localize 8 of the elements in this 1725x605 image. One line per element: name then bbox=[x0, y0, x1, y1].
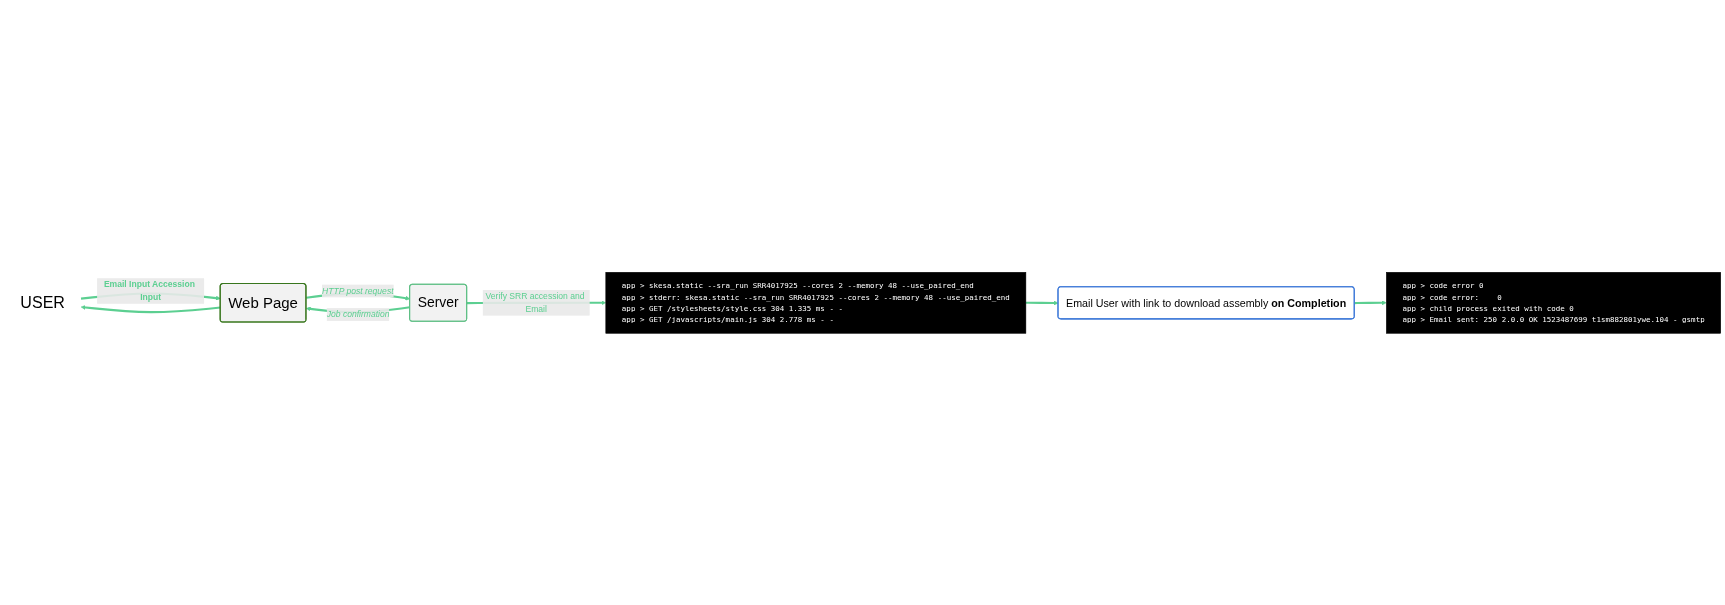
arrow bbox=[80, 304, 221, 313]
edge-label: HTTP post request bbox=[322, 285, 394, 295]
arrow bbox=[1354, 300, 1387, 305]
edge-label: Email Input Accession Input bbox=[103, 279, 195, 302]
arrow bbox=[1025, 300, 1059, 306]
node-text: USER bbox=[20, 293, 65, 312]
edge-label: Job confirmation bbox=[326, 309, 390, 319]
edge-label: Verify SRR accession and Email bbox=[485, 291, 585, 314]
